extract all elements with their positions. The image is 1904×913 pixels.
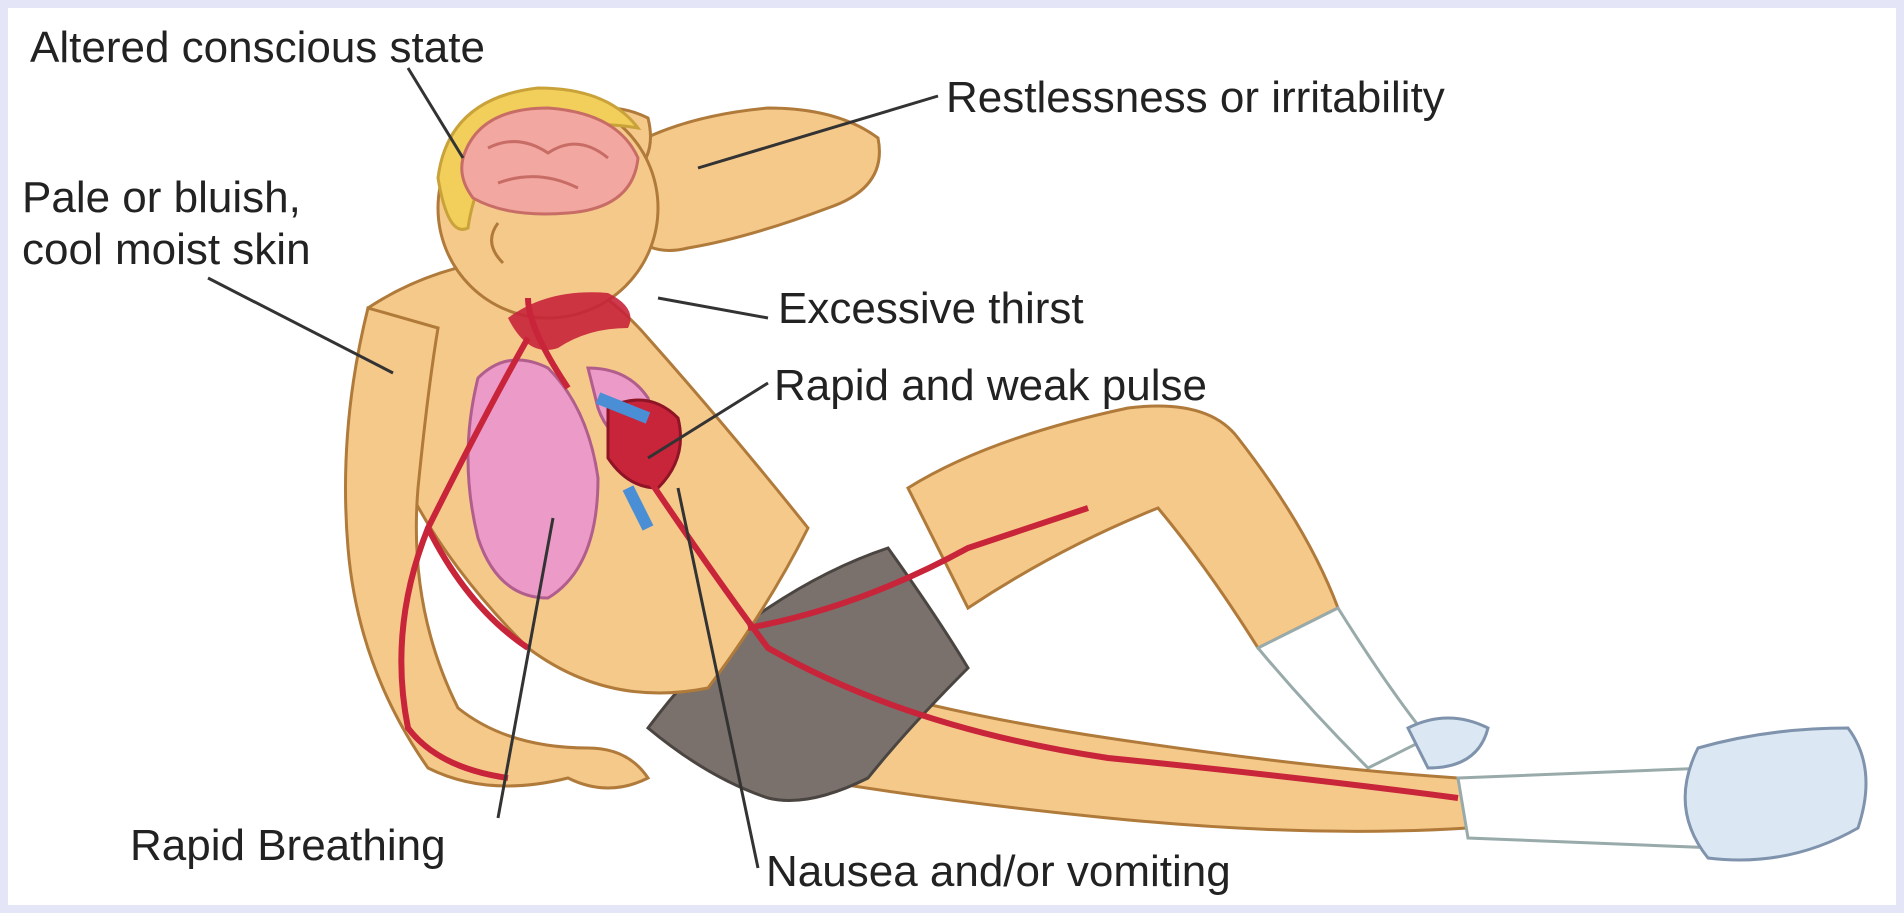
leader-excessive-thirst bbox=[658, 298, 768, 318]
left-leg bbox=[908, 406, 1338, 648]
label-pale-skin: Pale or bluish, cool moist skin bbox=[22, 172, 311, 276]
shock-symptoms-illustration bbox=[8, 8, 1896, 905]
label-pale-skin-line1: Pale or bluish, bbox=[22, 172, 311, 224]
label-restlessness: Restlessness or irritability bbox=[946, 72, 1445, 124]
label-pale-skin-line2: cool moist skin bbox=[22, 224, 311, 276]
label-nausea: Nausea and/or vomiting bbox=[766, 846, 1231, 898]
label-rapid-weak-pulse: Rapid and weak pulse bbox=[774, 360, 1207, 412]
label-rapid-breathing: Rapid Breathing bbox=[130, 820, 446, 872]
label-excessive-thirst: Excessive thirst bbox=[778, 283, 1084, 335]
leader-altered-conscious-state bbox=[408, 68, 463, 158]
shoe-left-icon bbox=[1408, 718, 1488, 768]
label-altered-conscious-state: Altered conscious state bbox=[30, 22, 485, 74]
right-sock bbox=[1458, 768, 1718, 848]
shoe-icon bbox=[1685, 728, 1866, 860]
